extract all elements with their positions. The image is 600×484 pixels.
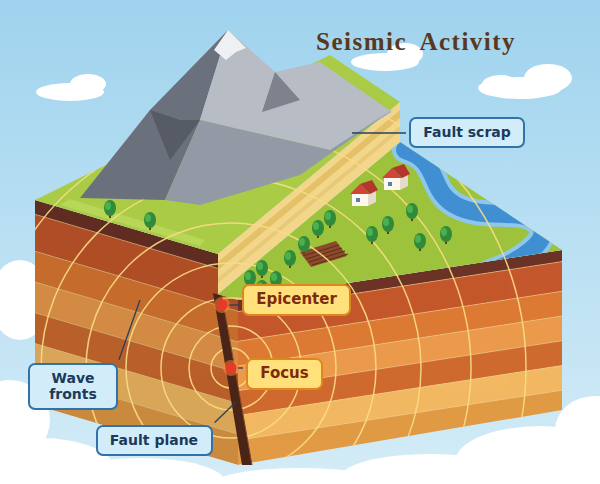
tree [406,203,418,221]
callout-box: Focus [246,358,323,390]
leader-line [229,304,239,305]
house-roof [360,180,378,194]
tree [324,210,336,228]
cloud [482,75,518,93]
river-water [405,150,543,272]
tree-crown-light [271,273,277,281]
callout-label: Fault plane [110,432,198,448]
leader-line [119,300,140,360]
title: Seismic Activity [316,28,516,56]
tree [104,200,116,218]
tree-crown-light [313,222,319,230]
tree [414,233,426,251]
wave-front [41,178,421,484]
tree-crown-light [407,205,413,213]
tree [144,212,156,230]
tree-crown [144,212,156,228]
cloud [70,74,106,94]
leader-line [215,402,236,422]
river-bank [405,150,543,272]
tree-crown [440,226,452,242]
wave-front [86,223,376,484]
house-roof [392,164,410,178]
tree-crown [312,220,324,236]
tree-crown-light [441,228,447,236]
tree-crown-light [257,262,263,270]
tree-crown-light [325,212,331,220]
rock-layer [238,390,562,465]
leader-line [352,132,406,133]
tree-crown-light [245,272,251,280]
tree-crown-light [299,238,305,246]
layer-line [238,390,562,440]
leader-lines [119,133,406,422]
tree-crown [104,200,116,216]
tree [382,216,394,234]
tree [256,260,268,278]
tree-crown-light [145,214,151,222]
focus-glow [223,360,239,376]
tree-crown [366,226,378,242]
callout-label: Fault scrap [423,124,511,140]
callout-label: Epicenter [256,291,337,308]
mountain-face [150,110,200,160]
wave-fronts [0,73,526,484]
epicenter-dot [217,300,228,311]
house [350,180,378,206]
tree-crown-light [105,202,111,210]
tree [440,226,452,244]
wave-front [0,73,526,484]
cloud [55,458,225,484]
callout-label: Focus [260,365,308,382]
cloud [524,64,572,92]
tree-crown [298,236,310,252]
tree-crown-light [415,235,421,243]
tree [366,226,378,244]
tree [298,236,310,254]
mountain [80,30,395,205]
tree-crown [284,250,296,266]
river [405,150,543,272]
tree [284,250,296,268]
tree-crown [324,210,336,226]
tree-crown [414,233,426,249]
field-row [312,254,348,265]
house-wall [384,178,400,190]
callout-box: Fault plane [96,425,213,456]
epicenter-glow [214,297,230,313]
house-window [356,198,360,202]
callout-box: Wave fronts [28,363,118,410]
callout-box: Fault scrap [409,117,525,148]
tree-crown-light [383,218,389,226]
house-window [388,182,392,186]
mountain-face [262,72,300,112]
focus-dot [226,363,237,374]
callout-box: Epicenter [242,284,351,316]
tree-crown [406,203,418,219]
house-wall [352,194,368,206]
tree-crown-light [285,252,291,260]
house [382,164,410,190]
tree [312,220,324,238]
snow-cap [214,30,246,60]
leader-line [238,367,243,368]
tree-crown [256,260,268,276]
callout-label: Wave fronts [42,370,104,402]
tree-crown-light [367,228,373,236]
mountain-face [165,108,395,205]
tree-crown [382,216,394,232]
